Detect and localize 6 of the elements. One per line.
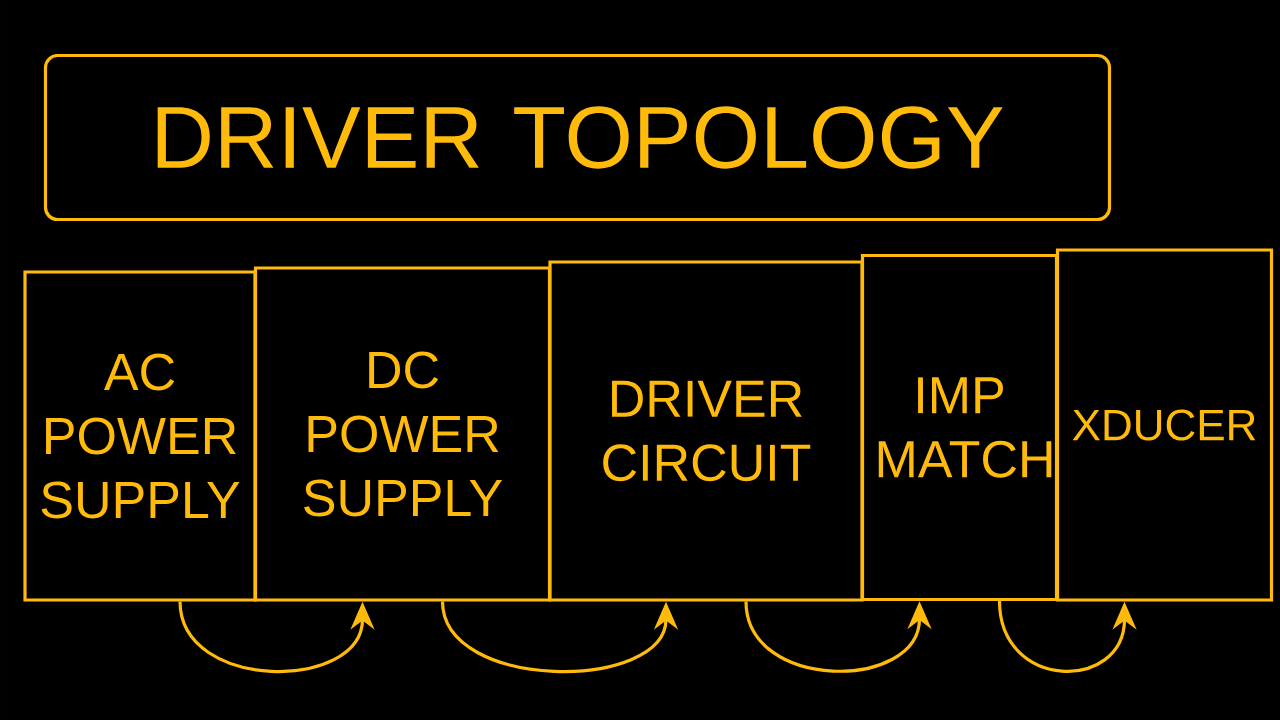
stage-box: XDUCER <box>1055 248 1274 602</box>
stage-box: AC POWER SUPPLY <box>23 270 257 602</box>
stage-box: DRIVER CIRCUIT <box>548 260 864 602</box>
stage-box: IMP MATCH <box>860 253 1059 602</box>
title-box: DRIVER TOPOLOGY <box>43 53 1112 222</box>
stage-box: DC POWER SUPPLY <box>253 266 552 602</box>
